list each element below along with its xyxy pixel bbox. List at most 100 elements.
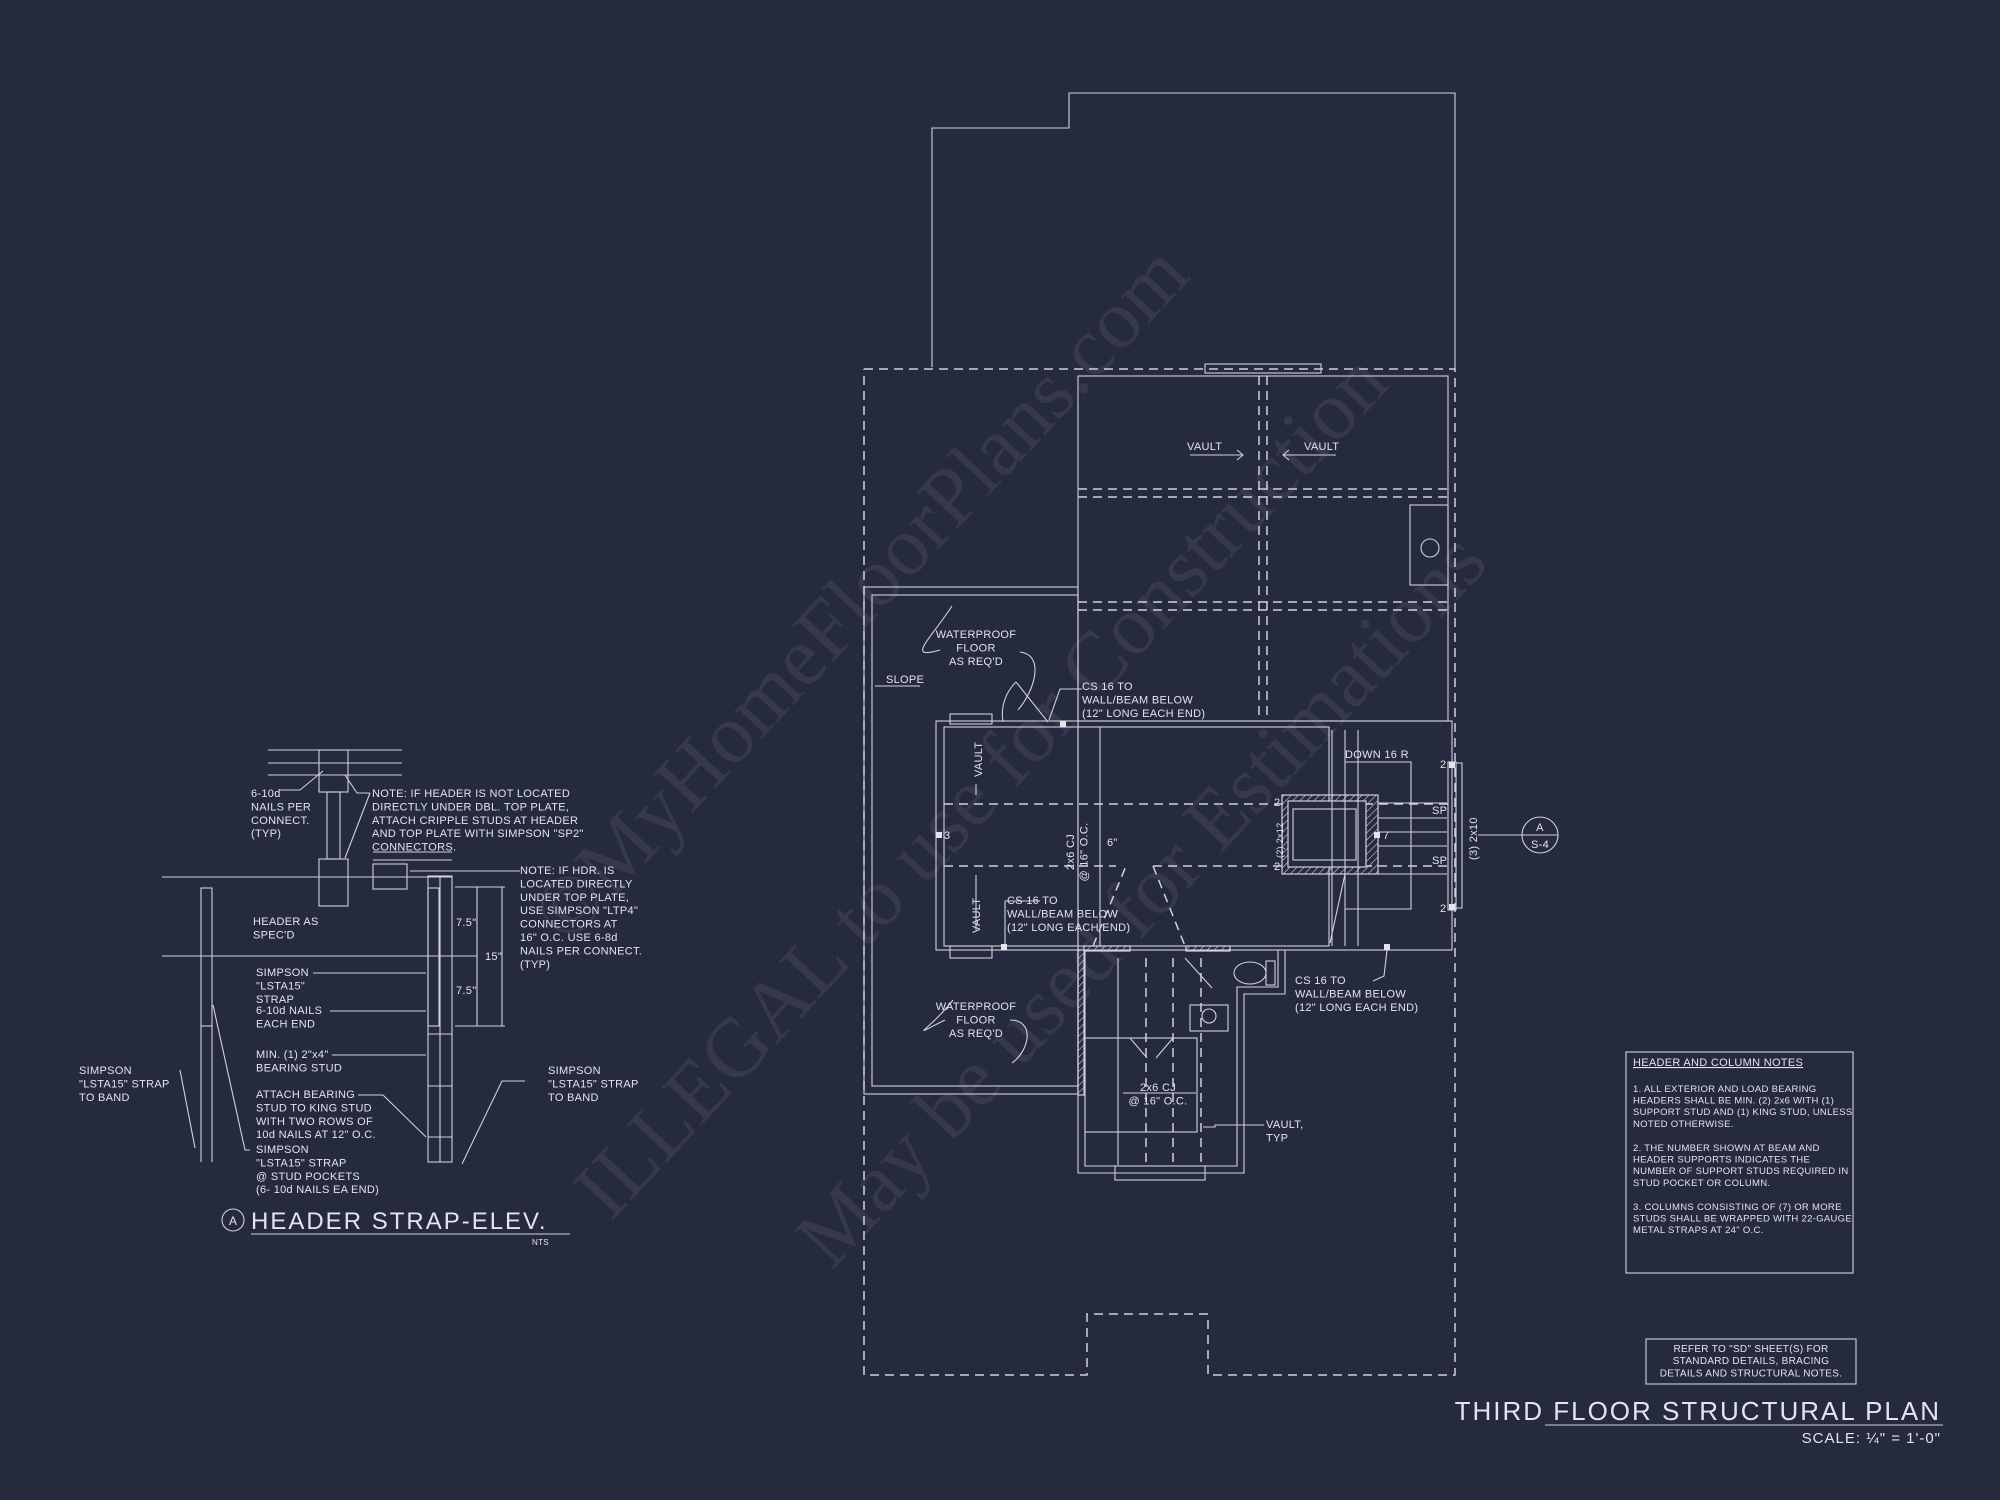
text-line: STANDARD DETAILS, BRACING bbox=[1673, 1356, 1830, 1367]
text-line: WATERPROOF bbox=[936, 1001, 1017, 1013]
text-line: WALL/BEAM BELOW bbox=[1082, 694, 1193, 706]
right-strap bbox=[427, 887, 440, 1027]
text-line: NOTE: IF HEADER IS NOT LOCATED bbox=[372, 788, 570, 800]
text-line: WALL/BEAM BELOW bbox=[1295, 988, 1406, 1000]
cripple-stud bbox=[326, 791, 341, 860]
label-sp-2: SP bbox=[1432, 855, 1447, 867]
sheet-title: THIRD FLOOR STRUCTURAL PLAN bbox=[1455, 1396, 1941, 1426]
text-line: HEADERS SHALL BE MIN. (2) 2x6 WITH (1) bbox=[1633, 1096, 1834, 1107]
text-line: HEADER SUPPORTS INDICATES THE bbox=[1633, 1155, 1810, 1166]
text-line: CS 16 TO bbox=[1082, 681, 1133, 693]
vault-label-left: VAULT bbox=[1187, 441, 1222, 453]
text-line: CS 16 TO bbox=[1295, 975, 1346, 987]
header-block bbox=[318, 858, 349, 907]
label-six-inch: 6" bbox=[1107, 837, 1118, 849]
text-line: MIN. (1) 2"x4" bbox=[256, 1049, 329, 1061]
dim-total: 15" bbox=[485, 951, 502, 963]
sheet-title-block: THIRD FLOOR STRUCTURAL PLAN SCALE: ¼" = … bbox=[1455, 1396, 1943, 1447]
text-line: ATTACH BEARING bbox=[256, 1089, 355, 1101]
text-line: SIMPSON bbox=[548, 1065, 601, 1077]
vault-label-right: VAULT bbox=[1304, 441, 1339, 453]
text-line: LOCATED DIRECTLY bbox=[520, 878, 633, 890]
sink bbox=[1409, 504, 1449, 586]
text-line: 2x6 CJ bbox=[1140, 1082, 1176, 1094]
text-line: SUPPORT STUD AND (1) KING STUD, UNLESS bbox=[1633, 1107, 1853, 1118]
ltp4-connector bbox=[372, 863, 408, 890]
label-vault-upper: VAULT bbox=[973, 742, 985, 777]
post-count-3: 3 bbox=[944, 830, 950, 842]
post-count-2b: 2 bbox=[1274, 861, 1280, 873]
text-line: 1. ALL EXTERIOR AND LOAD BEARING bbox=[1633, 1084, 1816, 1095]
text-line: 16" O.C. USE 6-8d bbox=[520, 932, 618, 944]
dim-bottom: 7.5" bbox=[456, 985, 476, 997]
text-line: FLOOR bbox=[956, 642, 995, 654]
text-line: SIMPSON bbox=[256, 1144, 309, 1156]
label-cj-main: 2x6 CJ@ 16" O.C. bbox=[1065, 822, 1090, 881]
window-top bbox=[949, 713, 993, 725]
text-line: (12" LONG EACH END) bbox=[1082, 708, 1205, 720]
text-line: NAILS PER bbox=[251, 801, 311, 813]
text-line: SIMPSON bbox=[256, 967, 309, 979]
toilet bbox=[1233, 961, 1267, 985]
text-line: WATERPROOF bbox=[936, 629, 1017, 641]
label-slope: SLOPE bbox=[886, 674, 924, 686]
dim-top: 7.5" bbox=[456, 917, 476, 929]
text-line: @ 16" O.C. bbox=[1078, 822, 1090, 881]
text-line: NUMBER OF SUPPORT STUDS REQUIRED IN bbox=[1633, 1166, 1848, 1177]
text-line: CONNECTORS. bbox=[372, 842, 456, 854]
notes-title: HEADER AND COLUMN NOTES bbox=[1633, 1057, 1803, 1069]
text-line: 2x6 CJ bbox=[1065, 834, 1077, 870]
text-line: HEADER AS bbox=[253, 916, 319, 928]
label-bearing-stud: MIN. (1) 2"x4"BEARING STUD bbox=[256, 1049, 342, 1074]
text-line: BEARING STUD bbox=[256, 1062, 342, 1074]
text-line: REFER TO "SD" SHEET(S) FOR bbox=[1673, 1344, 1828, 1355]
text-line: FLOOR bbox=[956, 1014, 995, 1026]
text-line: STUD TO KING STUD bbox=[256, 1102, 372, 1114]
text-line: METAL STRAPS AT 24" O.C. bbox=[1633, 1225, 1764, 1236]
text-line: (TYP) bbox=[251, 828, 281, 840]
text-line: @ STUD POCKETS bbox=[256, 1171, 360, 1183]
text-line: NOTED OTHERWISE. bbox=[1633, 1119, 1734, 1130]
post-count-2c: 2 bbox=[1440, 759, 1446, 771]
text-line: (TYP) bbox=[520, 959, 550, 971]
label-lsta15-strap: SIMPSON"LSTA15"STRAP bbox=[256, 967, 309, 1006]
text-line: TO BAND bbox=[79, 1092, 130, 1104]
post-count-7: 7 bbox=[1383, 830, 1389, 842]
detail-marker-circle bbox=[221, 1208, 245, 1232]
text-line: (12" LONG EACH END) bbox=[1007, 922, 1130, 934]
text-line: STRAP bbox=[256, 994, 294, 1006]
label-strap-stud-pockets: SIMPSON"LSTA15" STRAP@ STUD POCKETS(6- 1… bbox=[256, 1144, 379, 1196]
text-line: UNDER TOP PLATE, bbox=[520, 892, 629, 904]
text-line: VAULT, bbox=[1266, 1119, 1303, 1131]
text-line: AND TOP PLATE WITH SIMPSON "SP2" bbox=[372, 828, 584, 840]
label-beam-2x10: (3) 2x10 bbox=[1468, 817, 1480, 860]
text-line: 3. COLUMNS CONSISTING OF (7) OR MORE bbox=[1633, 1202, 1842, 1213]
label-vault-typ: VAULT,TYP bbox=[1266, 1119, 1303, 1144]
text-line: 2. THE NUMBER SHOWN AT BEAM AND bbox=[1633, 1143, 1820, 1154]
text-line: WALL/BEAM BELOW bbox=[1007, 908, 1118, 920]
label-cj-lower: 2x6 CJ@ 16" O.C. bbox=[1128, 1082, 1187, 1107]
section-letter: A bbox=[1536, 822, 1544, 834]
text-line: AS REQ'D bbox=[949, 1028, 1003, 1040]
top-plate-block bbox=[318, 749, 349, 793]
text-line: @ 16" O.C. bbox=[1128, 1095, 1187, 1107]
text-line: SPEC'D bbox=[253, 929, 295, 941]
third-floor-plan: VAULT VAULT bbox=[863, 92, 1559, 1376]
text-line: "LSTA15" STRAP bbox=[79, 1078, 170, 1090]
text-line: NOTE: IF HDR. IS bbox=[520, 865, 615, 877]
header-column-notes: HEADER AND COLUMN NOTES 1. ALL EXTERIOR … bbox=[1625, 1051, 1854, 1274]
post-count-2a: 2 bbox=[1274, 797, 1280, 809]
